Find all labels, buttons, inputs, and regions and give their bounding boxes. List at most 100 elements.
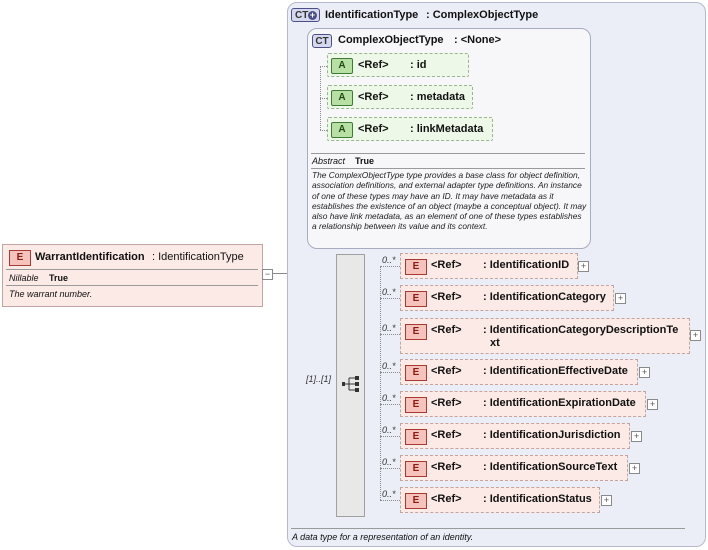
element-name: : IdentificationJurisdiction xyxy=(483,429,621,441)
complex-type-base: : ComplexObjectType xyxy=(426,9,539,21)
element-badge: E xyxy=(405,365,427,381)
attribute-connector xyxy=(320,98,327,99)
expand-icon[interactable]: + xyxy=(639,367,650,378)
attribute-name: : metadata xyxy=(410,91,466,103)
element-badge: E xyxy=(405,493,427,509)
element-connector xyxy=(380,298,400,299)
element-occurrence: 0..* xyxy=(382,361,396,371)
element-occurrence: 0..* xyxy=(382,457,396,467)
element-connector xyxy=(380,404,400,405)
element-name: : IdentificationStatus xyxy=(483,493,592,505)
element-connector xyxy=(380,436,400,437)
root-connector xyxy=(270,273,296,274)
expand-icon[interactable]: + xyxy=(578,261,589,272)
element-connector xyxy=(380,372,400,373)
element-name: : IdentificationSourceText xyxy=(483,461,618,473)
attribute-id[interactable]: A <Ref> : id xyxy=(327,53,469,77)
element-identification-status[interactable]: E <Ref> : IdentificationStatus xyxy=(400,487,600,513)
root-element-box[interactable]: E WarrantIdentification : Identification… xyxy=(2,244,263,307)
element-badge: E xyxy=(405,291,427,307)
base-type-name: ComplexObjectType xyxy=(338,34,444,46)
element-ref: <Ref> xyxy=(431,493,462,505)
attribute-ref: <Ref> xyxy=(358,123,389,135)
attribute-ref: <Ref> xyxy=(358,59,389,71)
element-ref: <Ref> xyxy=(431,291,462,303)
element-badge: E xyxy=(405,324,427,340)
sequence-icon xyxy=(342,376,359,392)
element-badge: E xyxy=(9,250,31,266)
element-badge: E xyxy=(405,429,427,445)
root-element-name: WarrantIdentification xyxy=(35,251,145,263)
extension-icon: + xyxy=(308,10,317,20)
attribute-badge: A xyxy=(331,122,353,138)
element-connector xyxy=(380,334,400,335)
divider xyxy=(6,285,258,286)
divider xyxy=(291,528,685,529)
root-element-type: : IdentificationType xyxy=(152,251,244,263)
complex-type-name: IdentificationType xyxy=(325,9,419,21)
sequence-occurrence: [1]..[1] xyxy=(306,374,332,384)
abstract-value: True xyxy=(355,156,375,166)
element-ref: <Ref> xyxy=(431,461,462,473)
element-badge: E xyxy=(405,259,427,275)
root-element-description: The warrant number. xyxy=(9,289,93,299)
nillable-value: True xyxy=(49,273,69,283)
element-identification-category[interactable]: E <Ref> : IdentificationCategory xyxy=(400,285,614,311)
attribute-linkmetadata[interactable]: A <Ref> : linkMetadata xyxy=(327,117,493,141)
element-ref: <Ref> xyxy=(431,365,462,377)
element-identification-category-description-text[interactable]: E <Ref> : IdentificationCategoryDescript… xyxy=(400,318,690,354)
element-identification-jurisdiction[interactable]: E <Ref> : IdentificationJurisdiction xyxy=(400,423,630,449)
element-occurrence: 0..* xyxy=(382,425,396,435)
element-name: : IdentificationCategory xyxy=(483,291,606,303)
element-ref: <Ref> xyxy=(431,259,462,271)
element-identification-effective-date[interactable]: E <Ref> : IdentificationEffectiveDate xyxy=(400,359,638,385)
element-occurrence: 0..* xyxy=(382,287,396,297)
attribute-metadata[interactable]: A <Ref> : metadata xyxy=(327,85,473,109)
element-connector xyxy=(380,500,400,501)
element-ref: <Ref> xyxy=(431,429,462,441)
divider xyxy=(311,153,585,154)
expand-icon[interactable]: + xyxy=(690,330,701,341)
expand-icon[interactable]: + xyxy=(647,399,658,410)
element-name: : IdentificationExpirationDate xyxy=(483,397,636,409)
attribute-badge: A xyxy=(331,58,353,74)
divider xyxy=(311,168,585,169)
element-name-line1: : IdentificationCategoryDescriptionTe xyxy=(483,324,679,336)
element-trunk xyxy=(380,266,381,500)
element-occurrence: 0..* xyxy=(382,489,396,499)
complex-type-badge: CT + xyxy=(291,8,320,22)
abstract-label: Abstract xyxy=(312,156,346,166)
base-type-base: : <None> xyxy=(454,34,502,46)
element-identification-source-text[interactable]: E <Ref> : IdentificationSourceText xyxy=(400,455,628,481)
complex-type-description: A data type for a representation of an i… xyxy=(292,532,474,542)
element-badge: E xyxy=(405,461,427,477)
element-badge: E xyxy=(405,397,427,413)
expand-icon[interactable]: + xyxy=(631,431,642,442)
attribute-name: : linkMetadata xyxy=(410,123,484,135)
attribute-connector xyxy=(320,130,327,131)
element-identification-expiration-date[interactable]: E <Ref> : IdentificationExpirationDate xyxy=(400,391,646,417)
element-name: : IdentificationEffectiveDate xyxy=(483,365,628,377)
expand-icon[interactable]: + xyxy=(601,495,612,506)
element-connector xyxy=(380,468,400,469)
base-type-badge: CT xyxy=(312,34,332,48)
attribute-connector xyxy=(320,66,327,67)
attribute-badge: A xyxy=(331,90,353,106)
sequence-compositor[interactable] xyxy=(336,254,365,517)
element-connector xyxy=(380,266,400,267)
element-ref: <Ref> xyxy=(431,397,462,409)
collapse-toggle-icon[interactable]: − xyxy=(262,269,273,280)
attribute-name: : id xyxy=(410,59,427,71)
base-type-description: The ComplexObjectType type provides a ba… xyxy=(312,170,587,232)
attribute-ref: <Ref> xyxy=(358,91,389,103)
expand-icon[interactable]: + xyxy=(615,293,626,304)
nillable-label: Nillable xyxy=(9,273,39,283)
element-occurrence: 0..* xyxy=(382,323,396,333)
element-ref: <Ref> xyxy=(431,324,462,336)
element-occurrence: 0..* xyxy=(382,255,396,265)
element-identification-id[interactable]: E <Ref> : IdentificationID xyxy=(400,253,578,279)
badge-label: CT xyxy=(315,36,329,47)
element-name-line2: xt xyxy=(490,337,500,349)
expand-icon[interactable]: + xyxy=(629,463,640,474)
badge-label: CT xyxy=(295,10,309,21)
